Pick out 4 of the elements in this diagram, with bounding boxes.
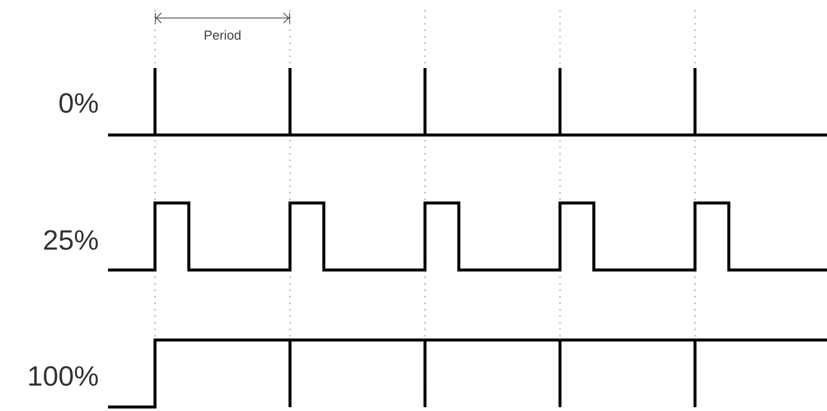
row-label: 0%	[59, 93, 98, 113]
dimension-label: Period	[204, 30, 240, 40]
row-label: 100%	[29, 366, 98, 386]
row-label: 25%	[44, 230, 98, 250]
